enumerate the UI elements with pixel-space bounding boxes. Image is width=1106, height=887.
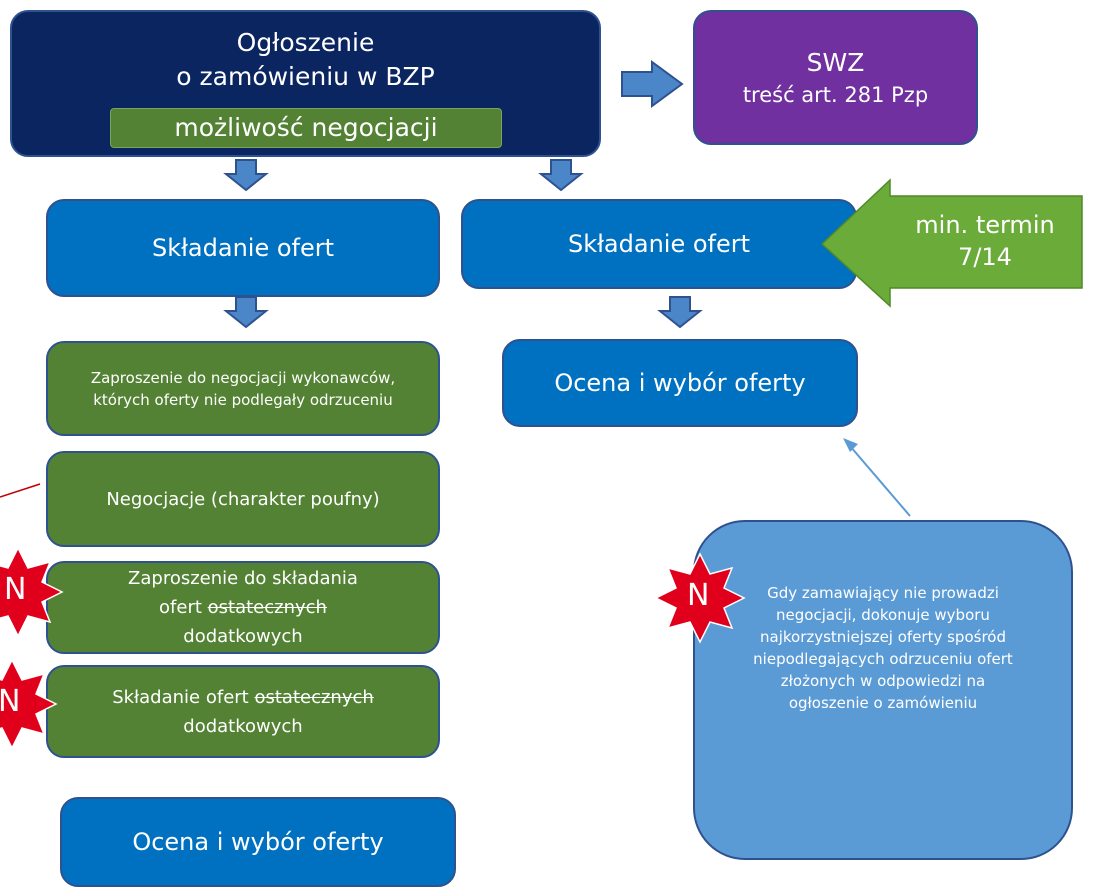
invite-additional-line2: ofert ostatecznych <box>159 593 327 622</box>
swz-title: SWZ <box>806 47 865 77</box>
invite-additional-line3: dodatkowych <box>183 626 303 647</box>
negotiation-option-bar: możliwość negocjacji <box>110 108 502 148</box>
arrow-to-swz <box>621 60 684 108</box>
min-term-line2: 7/14 <box>958 243 1012 271</box>
left-submit-offers: Składanie ofert <box>46 199 440 297</box>
submit-additional-line2: dodatkowych <box>183 715 303 737</box>
arrow-down-left-1 <box>223 159 269 192</box>
right-evaluation-box: Ocena i wybór oferty <box>502 339 858 427</box>
submit-additional-prefix: Składanie ofert <box>112 686 249 708</box>
badge-label-right: N <box>687 578 710 613</box>
invite-negotiation-box: Zaproszenie do negocjacji wykonawców, kt… <box>46 341 440 436</box>
invite-additional-struck: ostatecznych <box>207 597 327 618</box>
min-term-line1: min. termin <box>915 211 1055 239</box>
submit-additional-offers-box: Składanie ofert ostatecznych dodatkowych <box>46 665 440 758</box>
swz-subtitle: treść art. 281 Pzp <box>742 82 929 107</box>
min-term-arrow <box>820 178 1083 308</box>
note-connector-head <box>843 438 858 452</box>
invite-additional-offers-box: Zaproszenie do składania ofert ostateczn… <box>46 561 440 654</box>
negotiations-box: Negocjacje (charakter poufny) <box>46 451 440 547</box>
badge-label-left-1: N <box>4 572 27 607</box>
left-evaluation-box: Ocena i wybór oferty <box>60 797 456 887</box>
invite-additional-prefix: ofert <box>159 597 202 618</box>
swz-box: SWZ treść art. 281 Pzp <box>693 10 978 145</box>
no-negotiation-note: Gdy zamawiający nie prowadzi negocjacji,… <box>693 520 1073 860</box>
invite-additional-line1: Zaproszenie do składania <box>128 568 358 589</box>
red-edge-line <box>0 483 41 498</box>
announcement-line1: Ogłoszenie <box>236 28 375 57</box>
announcement-line2: o zamówieniu w BZP <box>176 62 435 91</box>
arrow-down-right-1 <box>538 159 584 192</box>
new-badge-left-2 <box>0 658 58 750</box>
submit-additional-struck: ostatecznych <box>254 686 374 708</box>
new-badge-left-1 <box>0 546 64 638</box>
min-term-label: min. termin 7/14 <box>894 209 1076 273</box>
new-badge-right <box>654 552 746 644</box>
arrow-down-right-2 <box>657 296 703 329</box>
badge-label-left-2: N <box>0 684 21 719</box>
note-connector-line <box>849 445 911 517</box>
submit-additional-line1: Składanie ofert ostatecznych <box>112 683 374 712</box>
right-submit-offers: Składanie ofert <box>461 199 857 289</box>
arrow-down-left-2 <box>223 296 269 329</box>
